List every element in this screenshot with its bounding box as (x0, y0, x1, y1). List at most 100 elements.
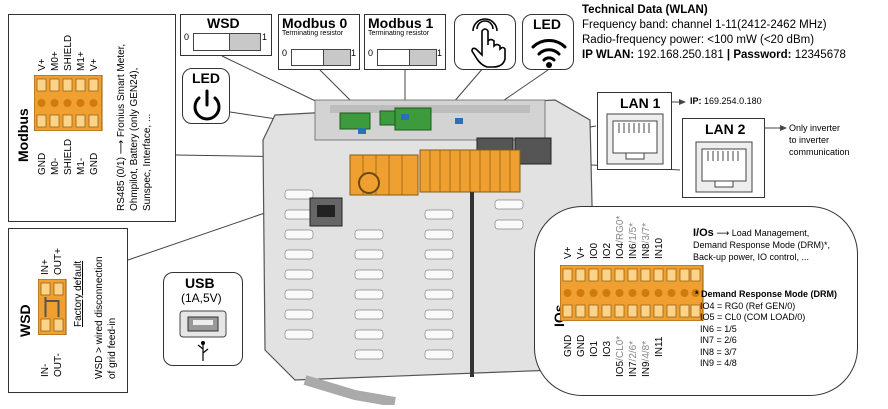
modbus-connector-title: Modbus (15, 108, 31, 162)
power-led-callout: LED (182, 68, 230, 124)
wsd-dip-slider (229, 34, 260, 50)
ios-desc-line2: Demand Response Mode (DRM)*, (693, 240, 831, 250)
touch-sensor-callout (454, 14, 516, 70)
modbus-connector-callout: Modbus V+ M0+ SHIELD M1+ V+ GND M0- SHIE… (8, 14, 176, 222)
drm-list: * Demand Response Mode (DRM) IO4 = RG0 (… (695, 289, 837, 370)
ios-top-pin-1: V+ (576, 246, 587, 259)
wsd-switch-label-1: 1 (262, 32, 268, 42)
lan1-callout: LAN 1 (597, 92, 672, 170)
drm-item: IO4 = RG0 (Ref GEN/0) (700, 300, 796, 311)
wsd-switch-label-0: 0 (184, 32, 190, 42)
ios-top-pin-2: IO0 (589, 242, 600, 259)
wsd-top-pin-0: IN+ (40, 259, 51, 275)
modbus-terminal-block (34, 75, 103, 131)
wsd-terminal-block (38, 279, 67, 335)
wlan-separator: | (726, 49, 731, 61)
modbus-top-pin-4: V+ (89, 58, 100, 71)
tech-rf-power: Radio-frequency power: <100 mW (<20 dBm) (582, 34, 815, 46)
ios-bottom-pin-6: IN7/2/6* (628, 340, 639, 377)
modbus0-dip-slider (323, 50, 350, 65)
modbus-desc-line3: Sunspec, Interface, ... (142, 113, 153, 211)
modbus0-subtitle: Terminating resistor (282, 30, 344, 37)
power-led-title: LED (192, 70, 220, 86)
drm-title: * Demand Response Mode (DRM) (695, 289, 838, 299)
wsd-desc-line2: of grid feed-in (107, 317, 118, 379)
drm-item: IN9 = 4/8 (700, 358, 737, 368)
modbus1-callout: Modbus 1 Terminating resistor 0 1 (364, 14, 446, 70)
modbus0-label-1: 1 (351, 48, 357, 58)
wifi-led-title: LED (533, 16, 561, 32)
modbus-bottom-pin-0: GND (37, 152, 48, 175)
lan1-port-icon (606, 113, 664, 165)
ios-bottom-pin-10: IN11 (654, 336, 665, 357)
ios-bottom-pin-2: IO1 (589, 340, 600, 357)
arrow-right-icon: ⟶ (116, 139, 127, 155)
wlan-password-value: 12345678 (794, 49, 846, 61)
ios-terminal-block (560, 265, 704, 321)
modbus-bottom-pin-1: M0- (50, 157, 61, 175)
wsd-top-pin-1: OUT+ (53, 248, 64, 275)
wsd-dip-switch (193, 33, 261, 51)
modbus1-dip-slider (409, 50, 436, 65)
modbus0-title: Modbus 0 (282, 15, 348, 31)
modbus1-dip-switch (377, 49, 437, 66)
modbus1-label-1: 1 (437, 48, 443, 58)
wifi-icon (531, 39, 567, 68)
modbus1-subtitle: Terminating resistor (368, 30, 430, 37)
modbus0-label-0: 0 (282, 48, 288, 58)
wsd-bottom-pin-1: OUT- (53, 353, 64, 377)
ios-description: I/Os ⟶ Load Management, Demand Response … (693, 227, 830, 263)
arrow-right-icon: ⟶ (716, 228, 730, 238)
touch-hand-icon (471, 18, 506, 68)
lan2-note-line2: to inverter (789, 135, 830, 145)
ios-top-pin-4: IO4/RG0* (615, 215, 626, 259)
lan2-title: LAN 2 (705, 121, 746, 137)
wifi-led-callout: LED (522, 14, 574, 70)
lan2-port-icon (695, 141, 753, 193)
lan2-note: Only inverter to inverter communication (789, 122, 850, 158)
usb-callout: USB (1A,5V) (163, 272, 243, 366)
drm-item: IO5 = CL0 (COM LOAD/0) (700, 312, 806, 322)
ios-top-pin-10: IN10 (654, 237, 665, 259)
modbus-bottom-pin-3: M1- (76, 157, 87, 175)
ios-bottom-pin-3: IO3 (602, 340, 613, 357)
lan1-ip-value: 169.254.0.180 (704, 96, 762, 106)
ios-top-pin-0: V+ (563, 246, 574, 259)
modbus-top-pin-1: M0+ (50, 51, 61, 71)
ios-bottom-pin-0: GND (563, 334, 574, 357)
tech-data-block: Technical Data (WLAN) Frequency band: ch… (582, 3, 846, 63)
ios-desc-line3: Back-up power, IO control, ... (693, 252, 810, 262)
ios-bottom-pin-1: GND (576, 334, 587, 357)
ios-top-pin-6: IN6/1/5* (628, 222, 639, 259)
drm-item: IN6 = 1/5 (700, 323, 737, 334)
wlan-ip-label: IP WLAN: (582, 49, 635, 61)
power-icon (193, 89, 221, 121)
ios-bottom-pin-8: IN9/4/8* (641, 340, 652, 377)
wlan-ip-value: 192.168.250.181 (637, 49, 724, 61)
ios-bottom-pin-4: IO5/CL0* (615, 335, 626, 377)
modbus0-dip-switch (291, 49, 351, 66)
usb-title: USB (185, 275, 215, 291)
lan2-callout: LAN 2 (682, 118, 765, 198)
ios-top-pin-8: IN8/3/7* (641, 222, 652, 259)
ios-desc-line1: I/Os ⟶ Load Management, (693, 227, 810, 239)
modbus-top-pin-0: V+ (37, 58, 48, 71)
wsd-switch-title: WSD (207, 15, 240, 31)
modbus-desc-line1: RS485 (0/1) ⟶ Fronius Smart Meter, (116, 43, 127, 211)
drm-item: IN8 = 3/7 (700, 346, 737, 357)
ios-top-pin-3: IO2 (602, 242, 613, 259)
modbus0-callout: Modbus 0 Terminating resistor 0 1 (278, 14, 360, 70)
drm-item: IN7 = 2/6 (700, 335, 737, 345)
modbus-top-pin-2: SHIELD (63, 34, 74, 71)
modbus1-title: Modbus 1 (368, 15, 434, 31)
lan2-note-line3: communication (789, 147, 850, 157)
tech-wlan-credentials: IP WLAN: 192.168.250.181 | Password: 123… (582, 48, 846, 63)
wsd-switch-callout: WSD 0 1 (180, 14, 272, 56)
modbus-bottom-pin-2: SHIELD (63, 138, 74, 175)
lan1-ip: IP: 169.254.0.180 (690, 96, 762, 106)
wsd-connector-callout: WSD IN+ OUT+ IN- OUT- Factory default WS… (8, 228, 128, 393)
wlan-password-label: Password: (733, 49, 792, 61)
usb-port-icon (179, 310, 227, 361)
modbus1-label-0: 0 (368, 48, 374, 58)
wsd-factory-default: Factory default (73, 260, 84, 327)
